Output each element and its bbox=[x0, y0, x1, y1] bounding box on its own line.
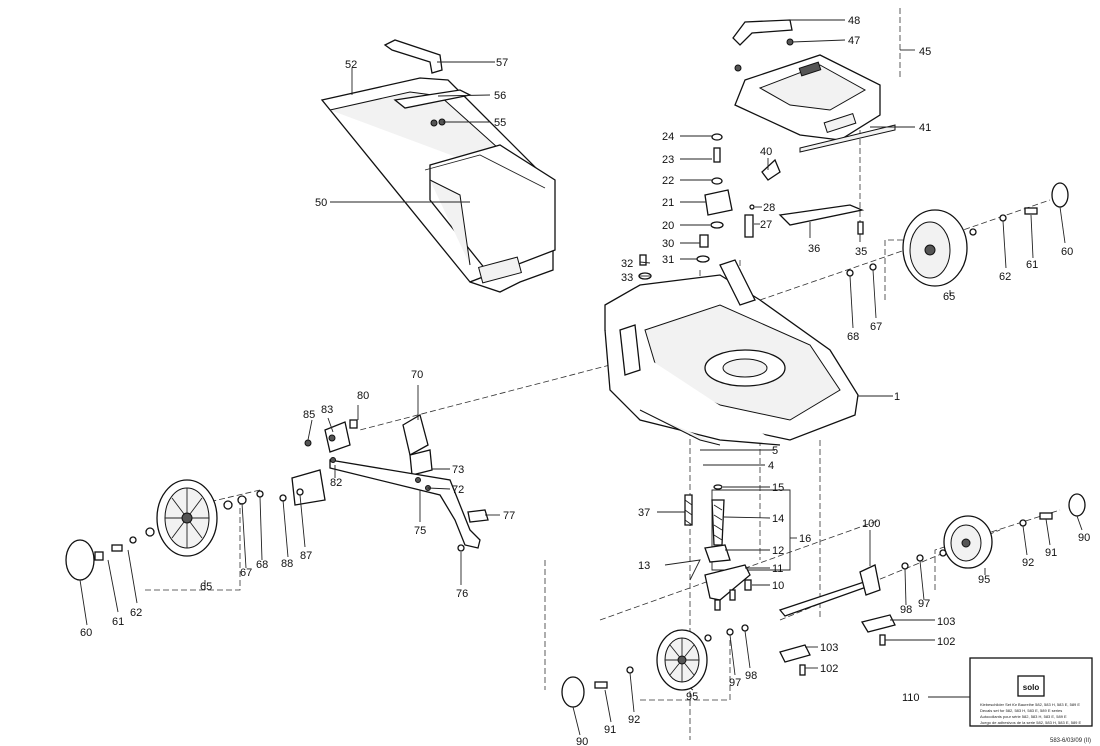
callout-102-right: 102 bbox=[937, 636, 955, 648]
callout-97-right: 97 bbox=[918, 598, 930, 610]
callout-92-left: 92 bbox=[628, 714, 640, 726]
callout-40: 40 bbox=[760, 146, 772, 158]
callout-60-right: 60 bbox=[1061, 246, 1073, 258]
callout-65-left: 65 bbox=[200, 581, 212, 593]
decal-card: solo Klebeschilder Set für Baureihe 582,… bbox=[969, 657, 1093, 727]
callout-77: 77 bbox=[503, 510, 515, 522]
callout-95-right: 95 bbox=[978, 574, 990, 586]
callout-5: 5 bbox=[772, 445, 778, 457]
callout-11: 11 bbox=[772, 563, 783, 575]
callout-98-right: 98 bbox=[900, 604, 912, 616]
callout-24: 24 bbox=[662, 131, 674, 143]
callout-23: 23 bbox=[662, 154, 674, 166]
callout-21: 21 bbox=[662, 197, 674, 209]
callout-98-left: 98 bbox=[745, 670, 757, 682]
footer-code: 583-6/03/09 (II) bbox=[1050, 738, 1091, 744]
callout-4: 4 bbox=[768, 460, 774, 472]
callout-45: 45 bbox=[919, 46, 931, 58]
callout-numbers: 57 56 55 52 50 48 47 45 41 40 24 23 22 2… bbox=[80, 15, 1090, 746]
height-adjuster-stack bbox=[638, 133, 755, 280]
callout-91-right: 91 bbox=[1045, 547, 1057, 559]
callout-75: 75 bbox=[414, 525, 426, 537]
callout-82: 82 bbox=[330, 477, 342, 489]
callout-36: 36 bbox=[808, 243, 820, 255]
spring-assembly bbox=[684, 484, 791, 611]
callout-65-right: 65 bbox=[943, 291, 955, 303]
callout-67-left: 67 bbox=[240, 567, 252, 579]
front-axle-assembly bbox=[778, 564, 896, 676]
callout-52: 52 bbox=[345, 59, 357, 71]
callout-47: 47 bbox=[848, 35, 860, 47]
mower-deck bbox=[604, 259, 859, 446]
callout-61-left: 61 bbox=[112, 616, 124, 628]
callout-37: 37 bbox=[638, 507, 650, 519]
callout-102-left: 102 bbox=[820, 663, 838, 675]
brand-logo-text: solo bbox=[1023, 683, 1040, 692]
deflector-plate bbox=[778, 204, 865, 235]
callout-32: 32 bbox=[621, 258, 633, 270]
wheel-rear-left bbox=[156, 479, 218, 557]
rear-axle-assembly bbox=[291, 414, 489, 552]
callout-15: 15 bbox=[772, 482, 784, 494]
callout-110: 110 bbox=[902, 692, 920, 704]
callout-10: 10 bbox=[772, 580, 784, 592]
callout-90-left: 90 bbox=[576, 736, 588, 746]
decal-line-4: Juego de adhesivos de la serie 582, 583 … bbox=[980, 720, 1082, 725]
callout-97-left: 97 bbox=[729, 677, 741, 689]
callout-28: 28 bbox=[763, 202, 775, 214]
callout-31: 31 bbox=[662, 254, 674, 266]
wheel-front-left bbox=[656, 629, 708, 691]
callout-22: 22 bbox=[662, 175, 674, 187]
callout-55: 55 bbox=[494, 117, 506, 129]
decal-line-2: Decals set for 582, 583 H, 583 E, 589 E … bbox=[980, 708, 1062, 713]
callout-20: 20 bbox=[662, 220, 674, 232]
grass-catcher-bag bbox=[320, 77, 556, 293]
callout-83: 83 bbox=[321, 404, 333, 416]
control-housing bbox=[732, 19, 896, 181]
callout-67-right: 67 bbox=[870, 321, 882, 333]
callout-16: 16 bbox=[799, 533, 811, 545]
callout-100: 100 bbox=[862, 518, 880, 530]
callout-92-right: 92 bbox=[1022, 557, 1034, 569]
callout-91-left: 91 bbox=[604, 724, 616, 736]
callout-33: 33 bbox=[621, 272, 633, 284]
decal-line-3: Autocollants pour série 582, 583 H, 583 … bbox=[980, 714, 1067, 719]
callout-103-right: 103 bbox=[937, 616, 955, 628]
callout-60-left: 60 bbox=[80, 627, 92, 639]
callout-30: 30 bbox=[662, 238, 674, 250]
wheel-rear-right bbox=[902, 209, 968, 287]
callout-62-left: 62 bbox=[130, 607, 142, 619]
callout-61-right: 61 bbox=[1026, 259, 1038, 271]
callout-12: 12 bbox=[772, 545, 784, 557]
callout-41: 41 bbox=[919, 122, 931, 134]
callout-13: 13 bbox=[638, 560, 650, 572]
callout-68-right: 68 bbox=[847, 331, 859, 343]
callout-73: 73 bbox=[452, 464, 464, 476]
callout-85: 85 bbox=[303, 409, 315, 421]
callout-90-right: 90 bbox=[1078, 532, 1090, 544]
callout-95-left: 95 bbox=[686, 691, 698, 703]
callout-57: 57 bbox=[496, 57, 508, 69]
decal-line-1: Klebeschilder Set für Baureihe 582, 583 … bbox=[980, 702, 1080, 707]
callout-72: 72 bbox=[452, 484, 464, 496]
callout-80: 80 bbox=[357, 390, 369, 402]
callout-1: 1 bbox=[894, 391, 900, 403]
callout-70: 70 bbox=[411, 369, 423, 381]
callout-87: 87 bbox=[300, 550, 312, 562]
callout-56: 56 bbox=[494, 90, 506, 102]
callout-88: 88 bbox=[281, 558, 293, 570]
callout-50: 50 bbox=[315, 197, 327, 209]
assembly-dash-lines bbox=[145, 8, 1061, 740]
callout-48: 48 bbox=[848, 15, 860, 27]
wheel-front-right bbox=[943, 515, 993, 569]
leader-lines bbox=[79, 19, 1083, 736]
callout-68-left: 68 bbox=[256, 559, 268, 571]
callout-76: 76 bbox=[456, 588, 468, 600]
callout-35: 35 bbox=[855, 246, 867, 258]
callout-62-right: 62 bbox=[999, 271, 1011, 283]
callout-14: 14 bbox=[772, 513, 784, 525]
callout-27: 27 bbox=[760, 219, 772, 231]
callout-103-left: 103 bbox=[820, 642, 838, 654]
